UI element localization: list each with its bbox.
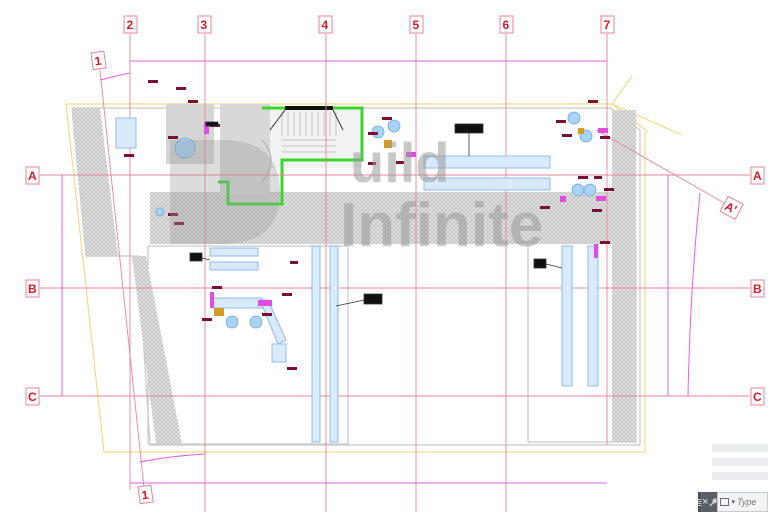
svg-text:1: 1 — [94, 54, 103, 69]
history-line — [712, 458, 768, 466]
grid-bubble-row-b-right[interactable]: B — [750, 279, 765, 298]
watermark-line2: Infinite — [340, 191, 543, 260]
svg-text:B: B — [28, 282, 37, 296]
grid-lines — [40, 34, 750, 512]
svg-text:C: C — [28, 390, 37, 404]
grid-bubble-row-a-left[interactable]: A — [25, 166, 40, 185]
wrench-icon[interactable] — [708, 492, 718, 512]
close-icon[interactable]: × — [702, 492, 709, 512]
history-line — [712, 472, 768, 480]
command-input-field[interactable]: ▾ — [717, 492, 768, 512]
equipment-tags — [124, 80, 614, 370]
svg-text:1: 1 — [141, 488, 150, 503]
dimension-lines — [61, 60, 701, 484]
svg-text:3: 3 — [201, 18, 208, 32]
svg-text:A: A — [753, 169, 762, 183]
grid-bubble-col-4[interactable]: 4 — [318, 15, 333, 34]
grid-bubble-col-2[interactable]: 2 — [123, 15, 138, 34]
grid-bubble-row-c-left[interactable]: C — [25, 387, 40, 406]
stair-core — [218, 106, 364, 206]
svg-text:C: C — [753, 390, 762, 404]
svg-text:2: 2 — [127, 18, 134, 32]
watermark-line1: uild — [350, 131, 450, 194]
grid-bubble-row-b-left[interactable]: B — [25, 279, 40, 298]
grid-bubble-col-5[interactable]: 5 — [409, 15, 424, 34]
svg-text:A: A — [28, 169, 37, 183]
drag-handle[interactable] — [698, 492, 703, 512]
svg-text:B: B — [753, 282, 762, 296]
svg-text:5: 5 — [413, 18, 420, 32]
grid-bubble-col-7[interactable]: 7 — [600, 15, 615, 34]
grid-bubble-col-6[interactable]: 6 — [499, 15, 514, 34]
command-input[interactable] — [737, 497, 767, 507]
grid-bubbles: 2 3 4 5 6 7 1 1 — [25, 15, 765, 505]
grid-bubble-row-a-prime[interactable]: A' — [719, 195, 744, 220]
fixtures — [115, 117, 599, 443]
command-history — [712, 444, 768, 486]
history-line — [712, 444, 768, 452]
command-line: × ▾ — [698, 492, 768, 512]
grid-bubble-col-3[interactable]: 3 — [197, 15, 212, 34]
grid-bubble-col-1-bottom[interactable]: 1 — [137, 484, 154, 505]
svg-text:4: 4 — [322, 18, 329, 32]
hatched-zones — [72, 104, 636, 444]
watermark: uild Infinite — [170, 131, 543, 260]
callouts — [189, 121, 563, 307]
chevron-down-icon[interactable]: ▾ — [731, 499, 735, 506]
grid-bubble-col-1-top[interactable]: 1 — [90, 50, 107, 71]
svg-text:6: 6 — [503, 18, 510, 32]
grid-bubble-row-a-right[interactable]: A — [750, 166, 765, 185]
grid-bubble-row-c-right[interactable]: C — [750, 387, 765, 406]
svg-text:7: 7 — [604, 18, 611, 32]
command-prompt-icon[interactable] — [720, 498, 730, 506]
equipment-clusters — [155, 111, 608, 329]
